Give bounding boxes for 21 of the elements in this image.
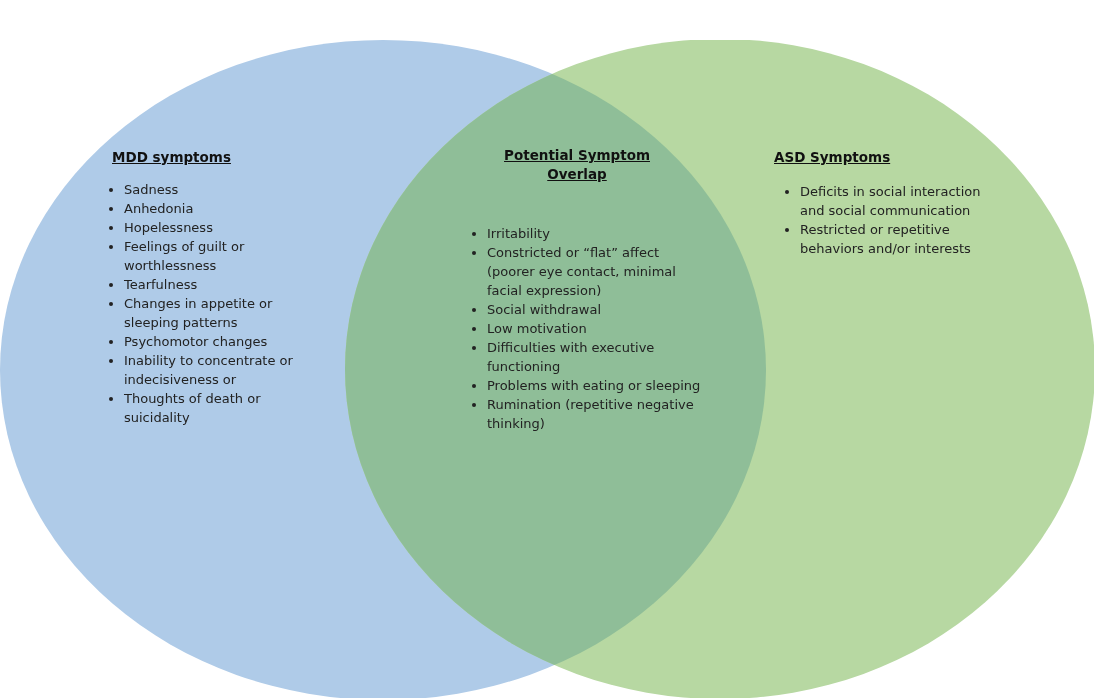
section-heading: ASD Symptoms xyxy=(774,148,892,167)
bullet-item: Inability to concentrate or indecisiveness or xyxy=(124,352,294,389)
section-heading: Potential Symptom Overlap xyxy=(503,146,651,184)
bullet-item: Deficits in social interaction and social communication xyxy=(800,183,982,220)
bullet-item: Restricted or repetitive behaviors and/or interests xyxy=(800,221,972,258)
bullet-item: Anhedonia xyxy=(124,200,195,218)
bullet-item: Rumination (repetitive negative thinking) xyxy=(487,396,695,433)
bullet-item: Hopelessness xyxy=(124,219,214,237)
bullet-item: Psychomotor changes xyxy=(124,333,269,351)
bullet-item: Thoughts of death or suicidality xyxy=(124,390,262,427)
bullet-item: Low motivation xyxy=(487,320,588,338)
bullet-item: Problems with eating or sleeping xyxy=(487,377,702,395)
bullet-item: Tearfulness xyxy=(124,276,199,294)
bullet-item: Constricted or “flat” affect (poorer eye contact, minimal facial expression) xyxy=(487,244,677,300)
bullet-item: Difficulties with executive functioning xyxy=(487,339,656,376)
bullet-item: Feelings of guilt or worthlessness xyxy=(124,238,246,275)
bullet-item: Irritability xyxy=(487,225,551,243)
bullet-item: Social withdrawal xyxy=(487,301,603,319)
bullet-item: Changes in appetite or sleeping patterns xyxy=(124,295,274,332)
section-heading: MDD symptoms xyxy=(112,148,232,167)
bullet-item: Sadness xyxy=(124,181,180,199)
